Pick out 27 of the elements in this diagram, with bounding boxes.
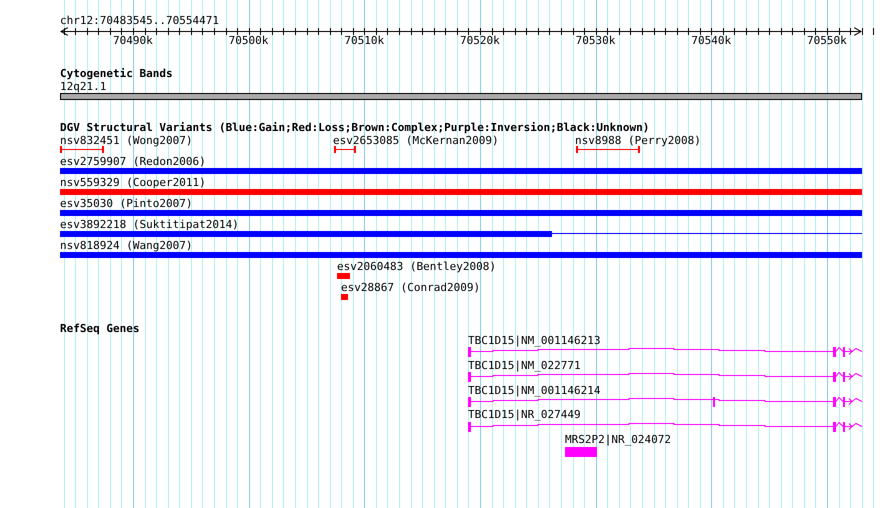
track-heading: Cytogenetic Bands xyxy=(60,67,173,80)
gene-label: TBC1D15|NM_001146213 xyxy=(468,334,600,347)
axis-tick-label: 70530k xyxy=(576,34,616,47)
variant-label: esv2060483 (Bentley2008) xyxy=(337,260,496,273)
axis-tick-label: 70490k xyxy=(113,34,153,47)
axis-tick-label: 70500k xyxy=(228,34,268,47)
gene-label: TBC1D15|NR_027449 xyxy=(468,408,581,421)
gene-label: MRS2P2|NR_024072 xyxy=(565,433,671,446)
axis-tick-label: 70540k xyxy=(691,34,732,47)
variant-label: nsv818924 (Wang2007) xyxy=(60,239,192,252)
coordinate-range: chr12:70483545..70554471 xyxy=(60,14,219,27)
axis-tick-label: 70550k xyxy=(807,34,847,47)
variant-label: nsv832451 (Wong2007) xyxy=(60,134,192,147)
axis-tick-label: 70520k xyxy=(460,34,500,47)
band-label: 12q21.1 xyxy=(60,80,106,93)
variant-label: esv35030 (Pinto2007) xyxy=(60,197,192,210)
variant-label: esv2759907 (Redon2006) xyxy=(60,155,206,168)
variant-label: esv3892218 (Suktitipat2014) xyxy=(60,218,239,231)
variant-label: nsv559329 (Cooper2011) xyxy=(60,176,206,189)
track-heading: DGV Structural Variants (Blue:Gain;Red:Loss;Brown:Complex;Purple:Inversion;Black:Unknown) xyxy=(60,121,650,134)
gene-label: TBC1D15|NM_001146214 xyxy=(468,384,600,397)
variant-label: nsv8988 (Perry2008) xyxy=(575,134,701,147)
gene-label: TBC1D15|NM_022771 xyxy=(468,359,581,372)
track-heading: RefSeq Genes xyxy=(60,322,140,335)
axis-tick-label: 70510k xyxy=(344,34,384,47)
variant-label: esv2653085 (McKernan2009) xyxy=(333,134,499,147)
variant-label: esv28867 (Conrad2009) xyxy=(341,281,480,294)
